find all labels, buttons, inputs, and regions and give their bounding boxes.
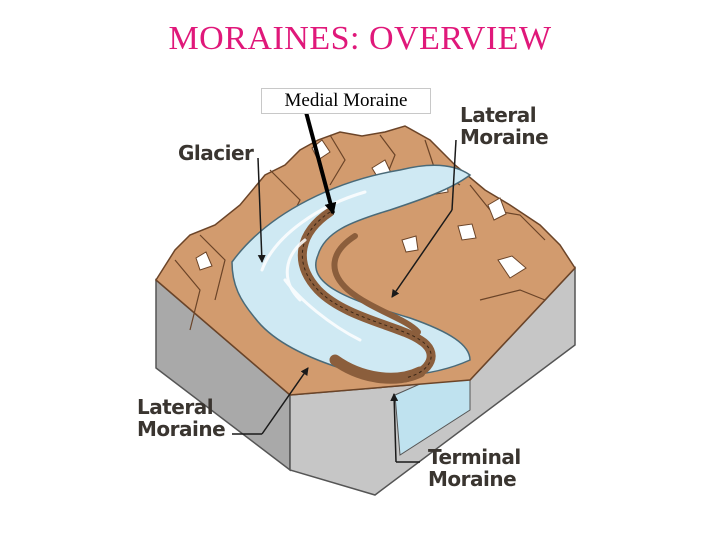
lateral-moraine-top-line2: Moraine	[460, 125, 549, 149]
terminal-moraine-arrow-2	[390, 393, 399, 463]
medial-moraine-outline	[301, 211, 432, 379]
medial-moraine-label: Medial Moraine	[261, 88, 431, 114]
lateral-moraine-top-arrow	[451, 139, 457, 211]
glacier-label: Glacier	[178, 141, 254, 165]
medial-moraine-inner	[331, 233, 421, 335]
lateral-moraine-top-line1: Lateral	[460, 103, 537, 127]
medial-moraine-arrow	[304, 111, 337, 215]
terrain-surface	[155, 125, 576, 396]
terminal-moraine-line2: Moraine	[428, 467, 517, 491]
terminal-moraine-band	[329, 354, 426, 384]
page-title: MORAINES: OVERVIEW	[168, 20, 552, 57]
lateral-moraine-top-arrow-2	[391, 209, 453, 298]
lateral-moraine-bottom-label: Lateral Moraine	[137, 395, 226, 441]
glacier-arrow	[257, 157, 266, 263]
ice-streaks	[260, 190, 367, 342]
lateral-moraine-top-label: Lateral Moraine	[460, 103, 549, 149]
lateral-moraine-bottom-arrow-2	[261, 367, 309, 435]
lateral-moraine-bottom-line1: Lateral	[137, 395, 214, 419]
lateral-moraine-bottom-line2: Moraine	[137, 417, 226, 441]
terminal-moraine-line1: Terminal	[428, 445, 521, 469]
terminal-moraine-label: Terminal Moraine	[428, 446, 521, 490]
